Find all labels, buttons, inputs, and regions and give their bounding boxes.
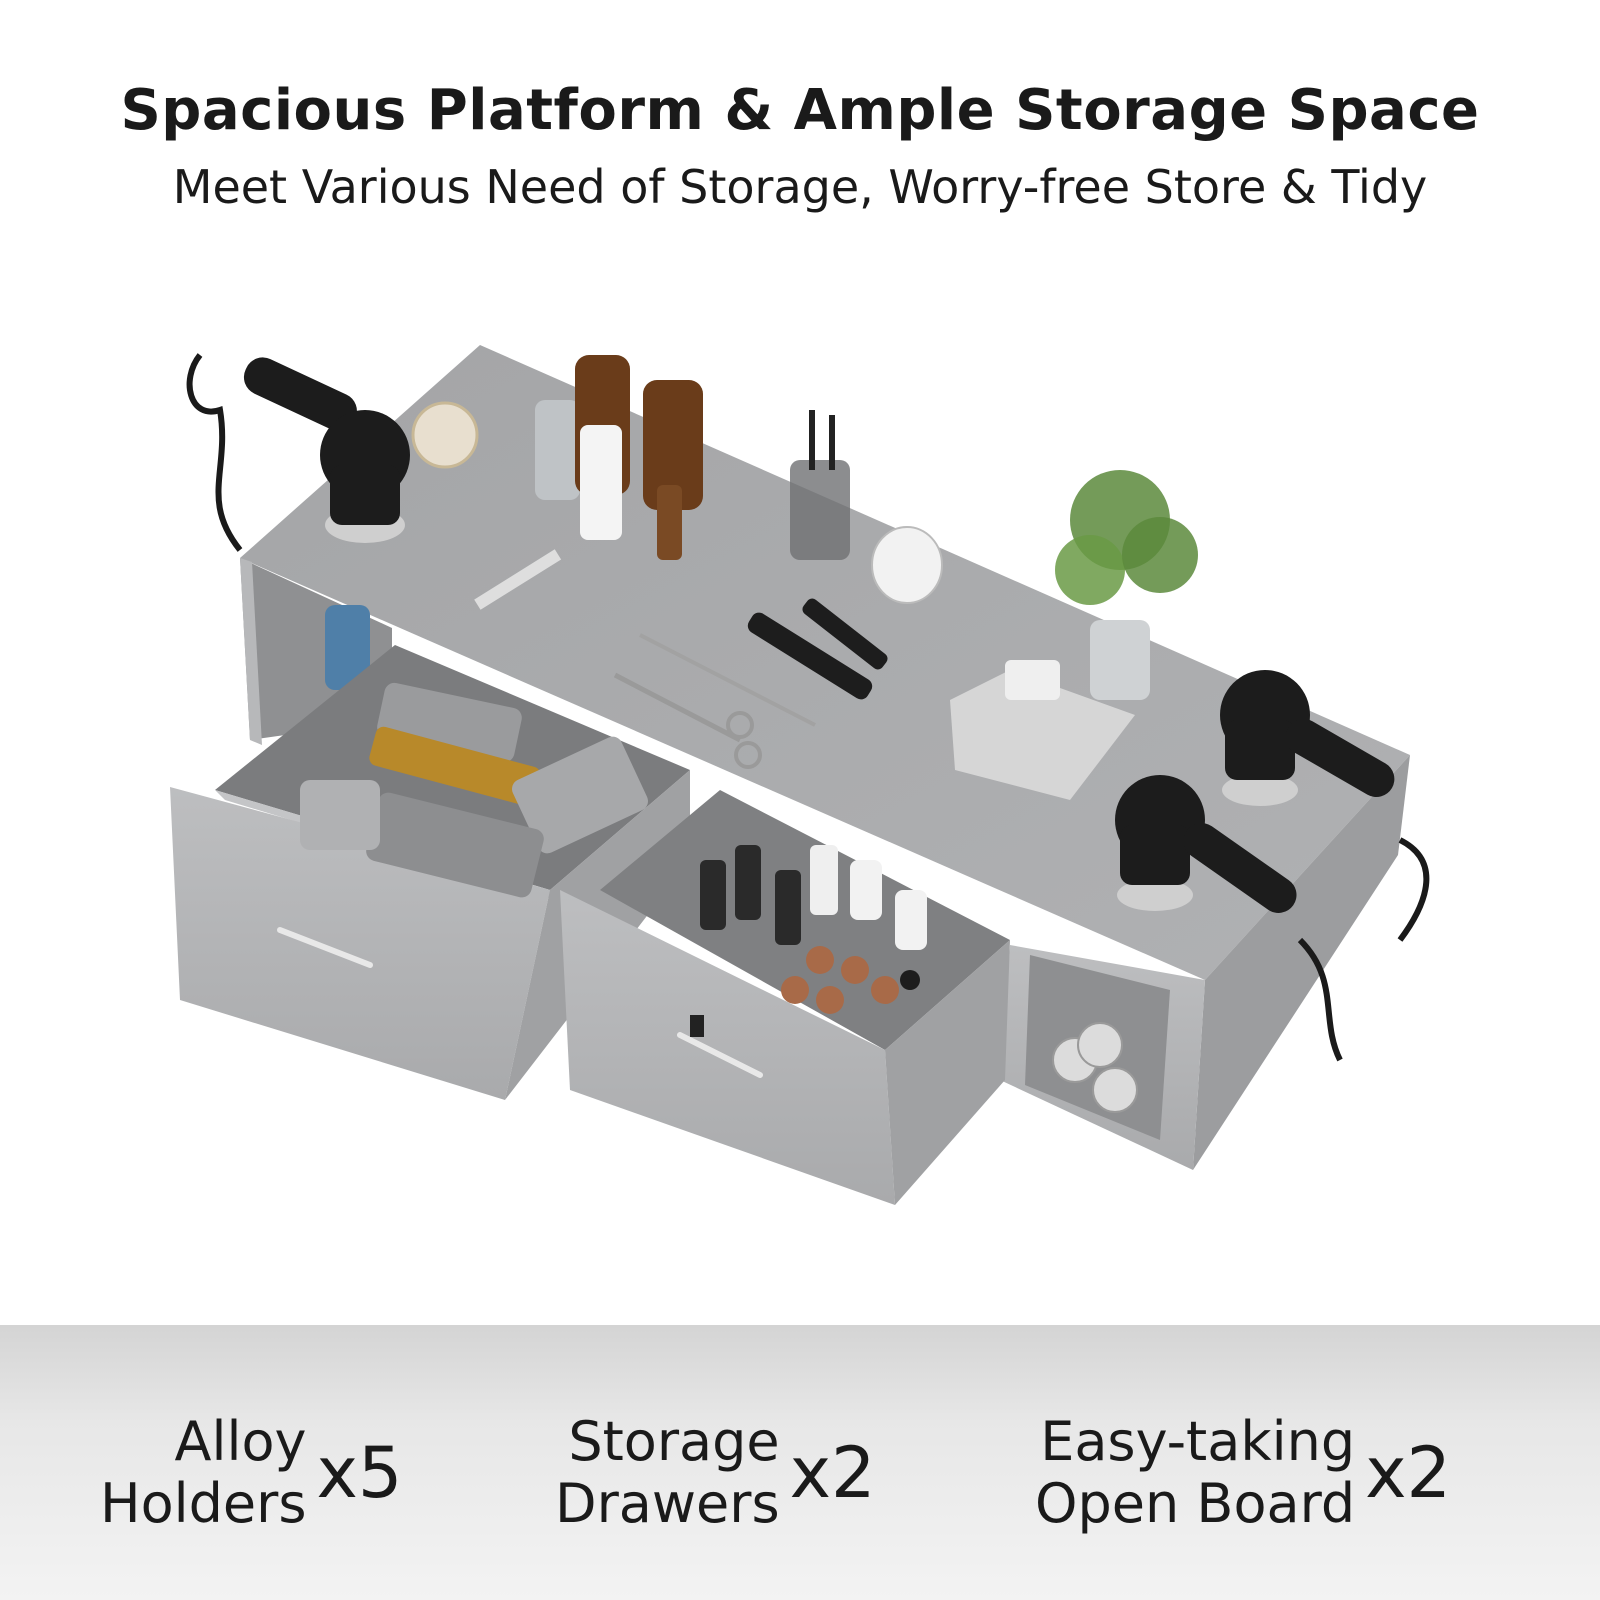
page-title: Spacious Platform & Ample Storage Space <box>120 78 1480 143</box>
cabinet-illustration <box>170 345 1430 1205</box>
razor-icon <box>747 598 888 700</box>
features-band <box>0 1325 1600 1600</box>
feature-alloy-holders: Alloy Holders x5 <box>100 1408 402 1538</box>
page-subtitle: Meet Various Need of Storage, Worry-free… <box>172 160 1428 214</box>
hair-dryer-icon <box>1220 670 1430 942</box>
hair-dryer-icon <box>1115 775 1343 1062</box>
bottle-icon <box>535 355 703 560</box>
plant-icon <box>1055 470 1198 700</box>
hair-dryer-icon <box>186 353 410 552</box>
feature-label-line2: Drawers <box>555 1472 780 1535</box>
comb-holder-icon <box>790 410 850 560</box>
feature-label-line1: Easy-taking <box>1040 1410 1356 1473</box>
feature-label-line2: Open Board <box>1035 1472 1356 1535</box>
comb-icon <box>474 549 562 610</box>
bottle-icon <box>700 845 927 1014</box>
feature-label-line2: Holders <box>100 1472 307 1535</box>
feature-count: x2 <box>789 1432 876 1514</box>
brush-icon <box>411 401 479 469</box>
feature-label-line1: Storage <box>568 1410 780 1473</box>
scissors-icon <box>613 633 816 769</box>
feature-open-board: Easy-taking Open Board x2 <box>1035 1408 1451 1538</box>
towel-icon <box>1052 1022 1138 1113</box>
tissue-box-icon <box>950 660 1135 800</box>
feature-count: x5 <box>316 1432 403 1514</box>
feature-count: x2 <box>1365 1432 1452 1514</box>
jar-icon <box>871 526 943 604</box>
feature-storage-drawers: Storage Drawers x2 <box>555 1408 876 1538</box>
feature-label-line1: Alloy <box>174 1410 307 1473</box>
storage-drawer-right <box>560 790 1010 1205</box>
cabinet-side <box>1193 755 1410 1170</box>
